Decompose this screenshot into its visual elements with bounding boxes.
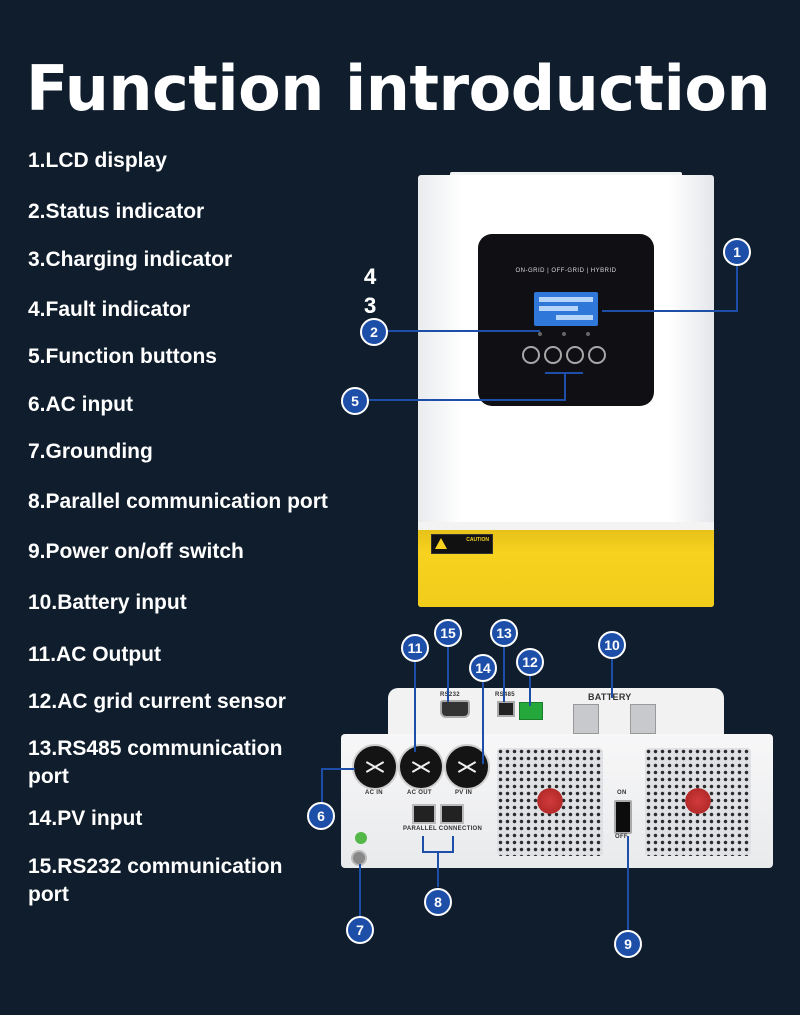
control-panel: ON-GRID | OFF-GRID | HYBRID (478, 234, 654, 406)
leader-line-2 (384, 330, 540, 332)
feature-item-function-buttons: 5.Function buttons (28, 345, 217, 368)
callout-badge-7: 7 (346, 916, 374, 944)
power-switch[interactable] (614, 800, 632, 834)
leader-line-8-stem (437, 851, 439, 887)
callout-badge-13: 13 (490, 619, 518, 647)
leader-line-6-vert (321, 768, 323, 802)
inverter-lower-edge (418, 522, 714, 532)
callout-badge-15: 15 (434, 619, 462, 647)
callout-badge-4: 4 (364, 264, 377, 289)
leader-line-7 (359, 864, 361, 920)
fan-icon (683, 786, 713, 816)
feature-item-rs485-port: 13.RS485 communication port (28, 737, 283, 788)
pv-in-connector (444, 744, 490, 790)
leader-line-5-bracket (545, 372, 583, 374)
cooling-fan-right (645, 748, 751, 856)
battery-label: BATTERY (588, 692, 632, 702)
rs485-port (497, 701, 515, 717)
leader-line-13 (503, 644, 505, 702)
feature-item-ac-grid-sensor: 12.AC grid current sensor (28, 690, 286, 713)
mode-label: ON-GRID | OFF-GRID | HYBRID (515, 268, 617, 274)
callout-badge-10: 10 (598, 631, 626, 659)
ac-out-connector (398, 744, 444, 790)
parallel-port-2 (440, 804, 464, 824)
feature-item-pv-input: 14.PV input (28, 807, 143, 830)
rs232-port (440, 700, 470, 718)
feature-item-lcd-display: 1.LCD display (28, 149, 167, 172)
function-button-4[interactable] (588, 346, 606, 364)
charging-led (562, 332, 566, 336)
function-button-3[interactable] (566, 346, 584, 364)
fan-icon (535, 786, 565, 816)
ac-out-label: AC OUT (407, 790, 432, 796)
ac-in-label: AC IN (365, 790, 383, 796)
leader-line-9 (627, 836, 629, 930)
feature-item-charging-indicator: 3.Charging indicator (28, 248, 233, 271)
callout-badge-9: 9 (614, 930, 642, 958)
rs232-label: RS232 (440, 692, 460, 698)
callout-badge-12: 12 (516, 648, 544, 676)
pv-in-label: PV IN (455, 790, 473, 796)
feature-item-grounding: 7.Grounding (28, 440, 153, 463)
ground-sticker (355, 832, 367, 844)
feature-item-fault-indicator: 4.Fault indicator (28, 298, 191, 321)
switch-off-label: OFF (615, 834, 628, 840)
feature-item-battery-input: 10.Battery input (28, 591, 187, 614)
caution-sticker: CAUTION (431, 534, 493, 554)
leader-line-1-vert (736, 262, 738, 312)
switch-on-label: ON (617, 790, 627, 796)
feature-item-ac-input: 6.AC input (28, 393, 133, 416)
leader-line-5 (366, 399, 566, 401)
leader-line-11 (414, 660, 416, 752)
callout-badge-3: 3 (364, 293, 377, 318)
feature-item-rs232-port: 15.RS232 communication port (28, 855, 283, 906)
leader-line-15 (447, 644, 449, 702)
ac-in-connector (352, 744, 398, 790)
function-button-1[interactable] (522, 346, 540, 364)
leader-line-6 (321, 768, 355, 770)
warning-icon (435, 538, 447, 549)
leader-line-1 (602, 310, 736, 312)
feature-item-ac-output: 11.AC Output (28, 643, 162, 666)
lcd-screen (534, 292, 598, 326)
page-title: Function introduction (26, 52, 771, 125)
feature-item-parallel-port: 8.Parallel communication port (28, 490, 328, 513)
battery-terminal-positive (573, 704, 599, 734)
feature-item-power-switch: 9.Power on/off switch (28, 540, 244, 563)
callout-badge-6: 6 (307, 802, 335, 830)
function-button-2[interactable] (544, 346, 562, 364)
leader-line-12 (529, 672, 531, 706)
leader-line-5-vert (564, 372, 566, 400)
callout-badge-5: 5 (341, 387, 369, 415)
battery-terminal-negative (630, 704, 656, 734)
parallel-label: PARALLEL CONNECTION (403, 826, 483, 832)
caution-label: CAUTION (466, 537, 489, 543)
leader-line-14 (482, 678, 484, 764)
inverter-bottom-upper (388, 688, 724, 734)
leader-line-8-right (452, 836, 454, 852)
feature-item-status-indicator: 2.Status indicator (28, 200, 205, 223)
callout-badge-1: 1 (723, 238, 751, 266)
status-led (538, 332, 542, 336)
cooling-fan-left (497, 748, 603, 856)
callout-badge-2: 2 (360, 318, 388, 346)
leader-line-10 (611, 656, 613, 698)
leader-line-8-left (422, 836, 424, 852)
parallel-port-1 (412, 804, 436, 824)
callout-badge-11: 11 (401, 634, 429, 662)
grid-sensor-terminal (519, 702, 543, 720)
callout-badge-8: 8 (424, 888, 452, 916)
callout-badge-14: 14 (469, 654, 497, 682)
fault-led (586, 332, 590, 336)
